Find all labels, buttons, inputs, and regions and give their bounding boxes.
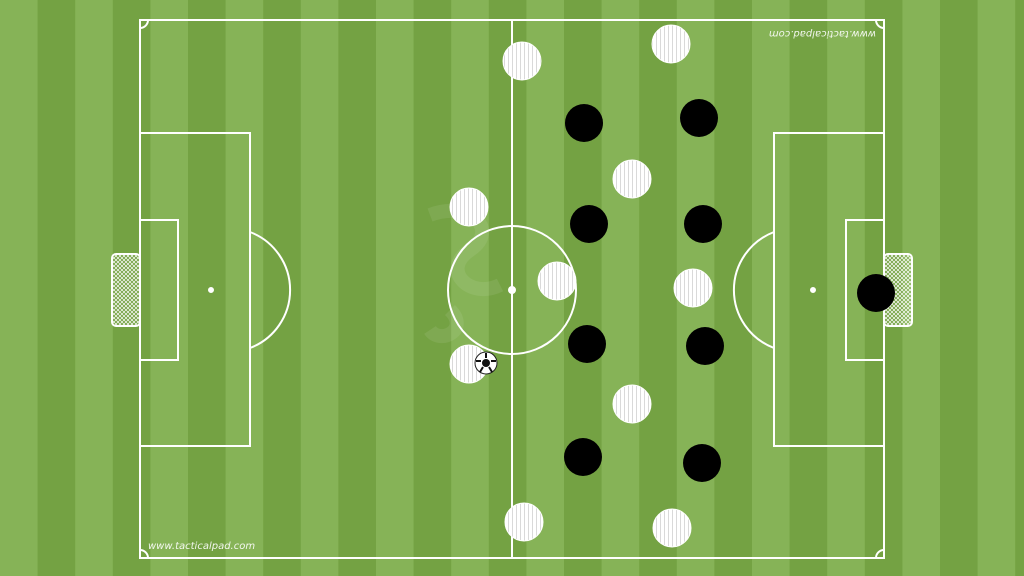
pitch-stripe	[413, 0, 452, 576]
white-player-token[interactable]	[449, 187, 489, 227]
pitch-stripe	[225, 0, 264, 576]
pitch-stripe	[488, 0, 527, 576]
pitch-stripe	[451, 0, 490, 576]
pitch-stripe	[0, 0, 39, 576]
left-goal	[111, 253, 141, 327]
white-player-token[interactable]	[652, 508, 692, 548]
watermark-top-right-mirrored: www.tacticalpad.com	[769, 28, 876, 39]
left-penalty-spot	[208, 287, 214, 293]
ball[interactable]	[474, 351, 498, 375]
pitch-stripe	[977, 0, 1016, 576]
pitch-stripe	[376, 0, 415, 576]
pitch-stripe	[601, 0, 640, 576]
black-player-token[interactable]	[684, 205, 722, 243]
pitch-stripe	[300, 0, 339, 576]
white-player-token[interactable]	[612, 159, 652, 199]
center-circle	[447, 225, 577, 355]
center-spot	[508, 286, 516, 294]
watermark-bottom-left: www.tacticalpad.com	[148, 541, 255, 552]
pitch-stripe	[150, 0, 189, 576]
pitch-stripe	[1015, 0, 1024, 576]
pitch-stripe	[752, 0, 791, 576]
pitch-stripe	[37, 0, 76, 576]
ball-panels	[476, 353, 496, 373]
black-player-token[interactable]	[570, 205, 608, 243]
pitch-stripe	[188, 0, 227, 576]
corner-arc-br	[875, 549, 885, 559]
pitch-stripe	[75, 0, 114, 576]
pitch-stripe	[789, 0, 828, 576]
white-player-token[interactable]	[502, 41, 542, 81]
black-player-token[interactable]	[680, 99, 718, 137]
pitch-stripe	[338, 0, 377, 576]
corner-arc-tl	[139, 19, 149, 29]
pitch-stripe	[639, 0, 678, 576]
left-penalty-arc	[249, 231, 292, 349]
right-penalty-spot	[810, 287, 816, 293]
pitch-stripe	[263, 0, 302, 576]
black-team	[564, 99, 895, 482]
ball-panel	[482, 359, 490, 367]
right-penalty-arc	[732, 231, 775, 349]
white-player-token[interactable]	[504, 502, 544, 542]
pitch-stripe	[940, 0, 979, 576]
black-player-token[interactable]	[565, 104, 603, 142]
white-player-token[interactable]	[612, 384, 652, 424]
black-player-token[interactable]	[564, 438, 602, 476]
black-player-token[interactable]	[857, 274, 895, 312]
black-player-token[interactable]	[686, 327, 724, 365]
white-player-token[interactable]	[651, 24, 691, 64]
corner-arc-tr	[875, 19, 885, 29]
corner-arc-bl	[139, 549, 149, 559]
black-player-token[interactable]	[683, 444, 721, 482]
white-player-token[interactable]	[673, 268, 713, 308]
white-player-token[interactable]	[537, 261, 577, 301]
black-player-token[interactable]	[568, 325, 606, 363]
